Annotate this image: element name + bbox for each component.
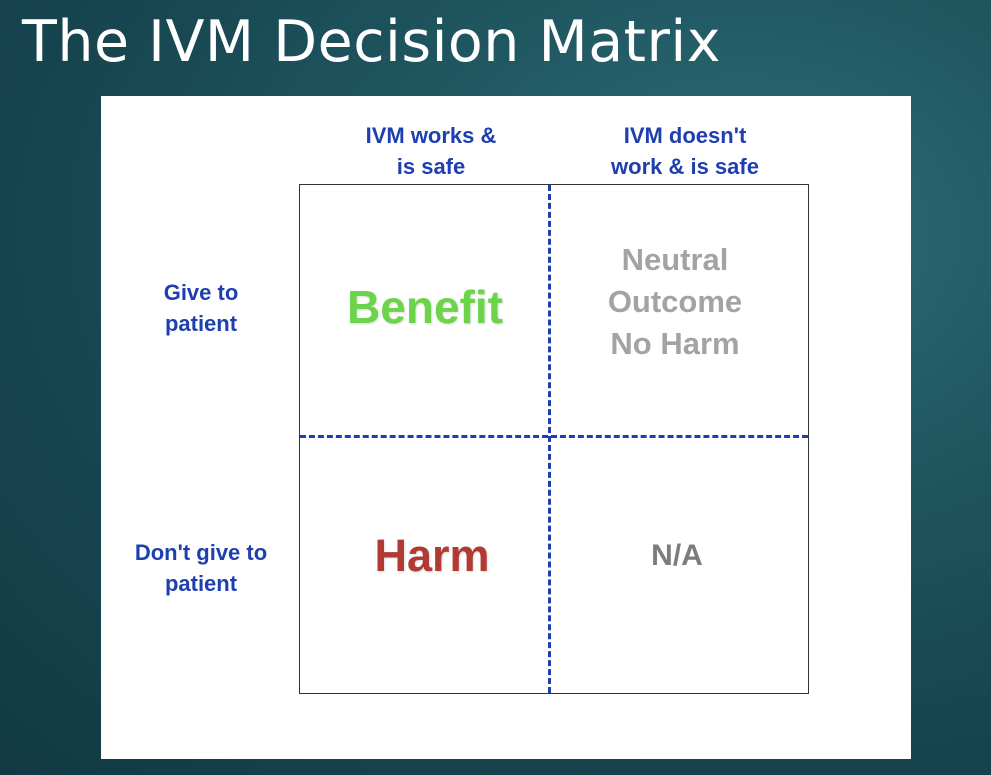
row-header-dont-give: Don't give to patient — [134, 540, 268, 596]
row-header-give: Give to patient — [163, 280, 239, 336]
slide-title: The IVM Decision Matrix — [22, 9, 721, 75]
outcome-harm: Harm — [374, 530, 490, 581]
outcome-neutral: Neutral Outcome No Harm — [607, 242, 743, 361]
cell-not-give-works: Harm — [300, 437, 550, 689]
horizontal-dashed-divider — [300, 435, 808, 438]
decision-matrix-panel: IVM works & is safe IVM doesn't work & i… — [101, 96, 911, 759]
cell-give-not-works: Neutral Outcome No Harm — [550, 185, 800, 437]
cell-not-give-not-works: N/A — [550, 437, 800, 689]
cell-give-works: Benefit — [300, 185, 550, 437]
column-header-ivm-doesnt-work: IVM doesn't work & is safe — [611, 123, 759, 179]
column-header-ivm-works: IVM works & is safe — [365, 123, 497, 179]
outcome-na: N/A — [651, 539, 703, 572]
outcome-benefit: Benefit — [347, 281, 503, 333]
matrix-grid: Benefit Neutral Outcome No Harm Harm N/A — [299, 184, 809, 694]
vertical-dashed-divider — [548, 185, 551, 693]
